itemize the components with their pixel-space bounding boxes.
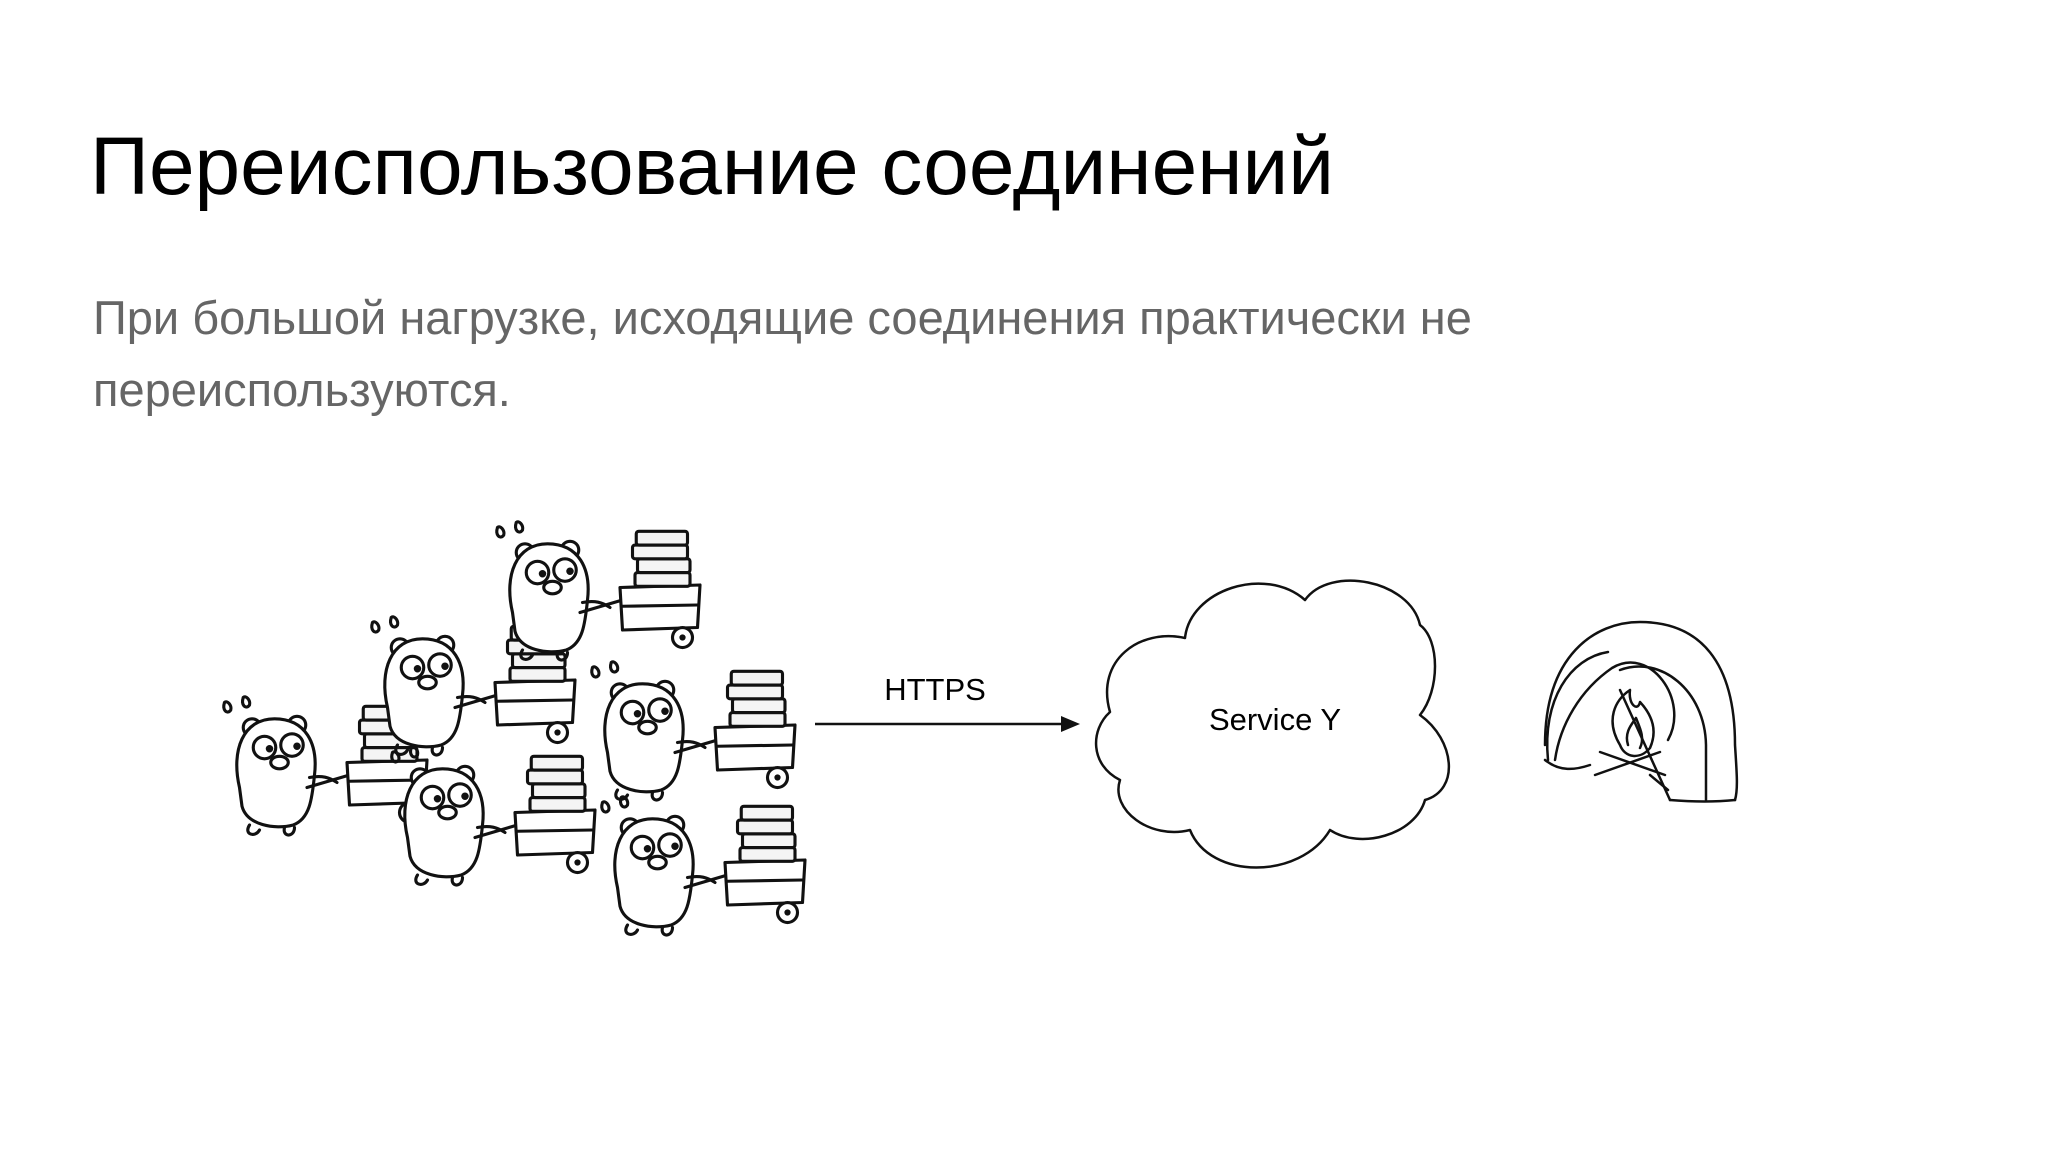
https-arrow xyxy=(815,716,1080,732)
https-label: HTTPS xyxy=(884,672,986,707)
gopher-group xyxy=(222,520,807,937)
gopher-with-cart-icon xyxy=(495,520,702,662)
slide-subtitle: При большой нагрузке, исходящие соединен… xyxy=(93,291,1472,416)
service-cloud xyxy=(1094,579,1450,869)
campfire-hut-icon xyxy=(1543,620,1739,803)
gopher-with-cart-icon xyxy=(390,745,597,887)
service-label: Service Y xyxy=(1209,702,1341,737)
gopher-with-cart-icon xyxy=(222,695,429,837)
slide-title: Переиспользование соединений xyxy=(90,121,1335,212)
arrow-head xyxy=(1061,716,1080,732)
gopher-with-cart-icon xyxy=(600,795,807,937)
gopher-with-cart-icon xyxy=(590,660,797,802)
